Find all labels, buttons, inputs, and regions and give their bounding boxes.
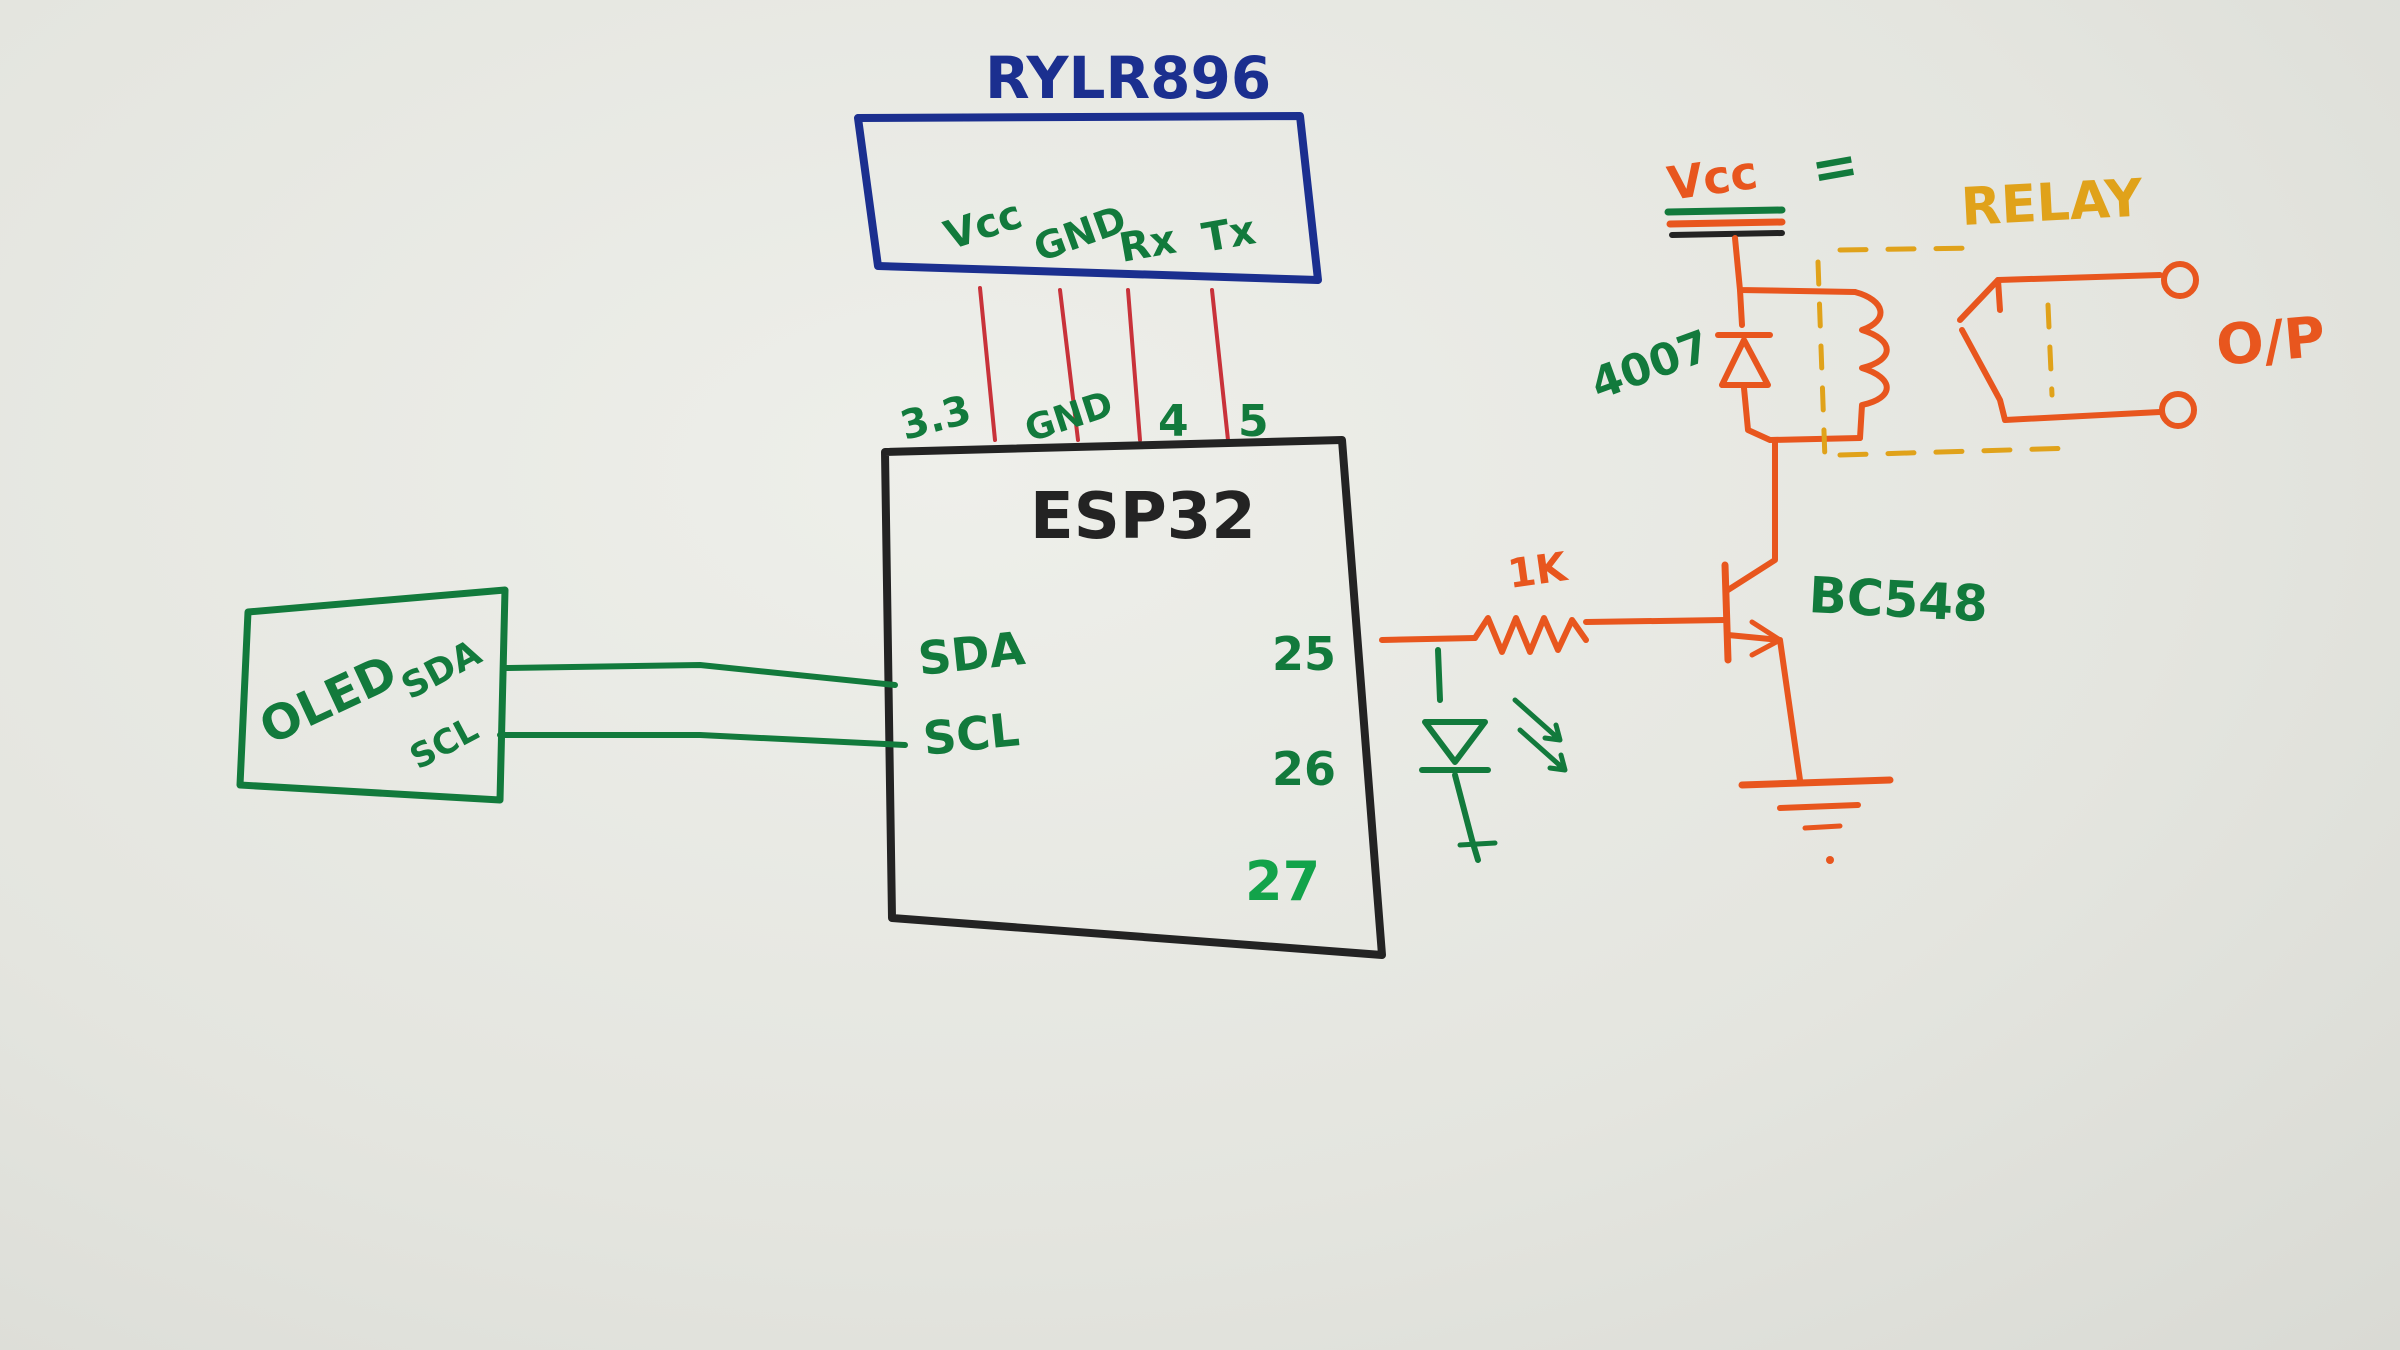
wire-sda bbox=[502, 662, 898, 688]
led-light-arrow-1 bbox=[1512, 697, 1563, 743]
transistor-label: BC548 bbox=[1807, 566, 1989, 633]
wire-pin25-resistor bbox=[1379, 635, 1478, 643]
esp32-pin-26-label: 26 bbox=[1272, 742, 1336, 796]
resistor-1k bbox=[1472, 615, 1589, 655]
relay-contact-lower bbox=[1959, 327, 2163, 423]
wire-rx-4 bbox=[1126, 288, 1142, 442]
diode-triangle bbox=[1719, 337, 1771, 388]
relay-core-right bbox=[2045, 302, 2055, 398]
diode-label: 4007 bbox=[1584, 321, 1717, 411]
transistor-collector bbox=[1725, 437, 1778, 593]
oled-sda-label: SDA bbox=[395, 632, 488, 708]
esp32-sda-label: SDA bbox=[916, 621, 1028, 686]
wire-gnd-gnd bbox=[1058, 288, 1080, 442]
wire-vcc-top bbox=[1732, 235, 1858, 295]
lora-module-title: RYLR896 bbox=[985, 44, 1271, 112]
wire-scl bbox=[497, 732, 908, 748]
vcc-label: Vcc bbox=[1664, 145, 1761, 211]
wire-led-top bbox=[1435, 647, 1443, 703]
oled-title: OLED bbox=[251, 644, 405, 756]
transistor-base-bar bbox=[1721, 561, 1732, 664]
esp32-pin-4-label: 4 bbox=[1158, 396, 1189, 447]
vcc-equals-sign: = bbox=[1806, 132, 1863, 204]
led-ground-mark bbox=[1457, 840, 1498, 848]
esp32-scl-label: SCL bbox=[921, 702, 1022, 766]
esp32-pin-gnd-label: GND bbox=[1020, 384, 1118, 451]
wire-resistor-base bbox=[1583, 617, 1728, 625]
lora-pin-vcc-label: Vcc bbox=[939, 192, 1028, 260]
esp32-pin-27-label: 27 bbox=[1245, 850, 1320, 913]
wire-tx-5 bbox=[1210, 288, 1230, 442]
relay-contact-stub bbox=[1995, 277, 2003, 313]
lora-pin-rx-label: Rx bbox=[1116, 217, 1180, 272]
vcc-bar-black bbox=[1669, 230, 1785, 238]
oled-box bbox=[236, 586, 509, 804]
oled-scl-label: SCL bbox=[403, 709, 485, 778]
esp32-box bbox=[881, 436, 1386, 959]
relay-core-left bbox=[1815, 259, 1828, 463]
esp32-title: ESP32 bbox=[1030, 480, 1256, 554]
output-label: O/P bbox=[2214, 305, 2328, 379]
relay-dash-top bbox=[1837, 245, 1978, 253]
led-light-arrow-2 bbox=[1517, 727, 1568, 773]
esp32-pin-33-label: 3.3 bbox=[896, 387, 976, 450]
wire-diode-top bbox=[1737, 287, 1745, 328]
ground-dot bbox=[1826, 856, 1834, 864]
ground-line-2 bbox=[1777, 802, 1861, 811]
lora-pin-tx-label: Tx bbox=[1199, 207, 1259, 262]
wire-diode-bottom bbox=[1741, 385, 1863, 443]
ground-line-3 bbox=[1802, 823, 1843, 831]
relay-coil bbox=[1852, 289, 1890, 441]
transistor-emitter bbox=[1725, 632, 1803, 783]
lora-module-box bbox=[854, 112, 1322, 284]
transistor-emitter-arrow bbox=[1749, 619, 1783, 658]
vcc-bar-orange bbox=[1666, 218, 1786, 228]
output-terminal-2 bbox=[2159, 391, 2197, 429]
ground-line-1 bbox=[1738, 776, 1894, 789]
relay-dash-bottom bbox=[1837, 445, 2078, 458]
output-terminal-1 bbox=[2161, 261, 2199, 299]
resistor-label: 1K bbox=[1505, 544, 1572, 598]
relay-contact-upper bbox=[1957, 272, 2163, 323]
led-triangle bbox=[1422, 719, 1488, 765]
vcc-bar-green bbox=[1664, 206, 1786, 216]
wire-vcc-33 bbox=[978, 286, 997, 442]
wire-led-bottom bbox=[1452, 772, 1481, 863]
esp32-pin-25-label: 25 bbox=[1272, 627, 1336, 681]
relay-label: RELAY bbox=[1960, 168, 2146, 237]
